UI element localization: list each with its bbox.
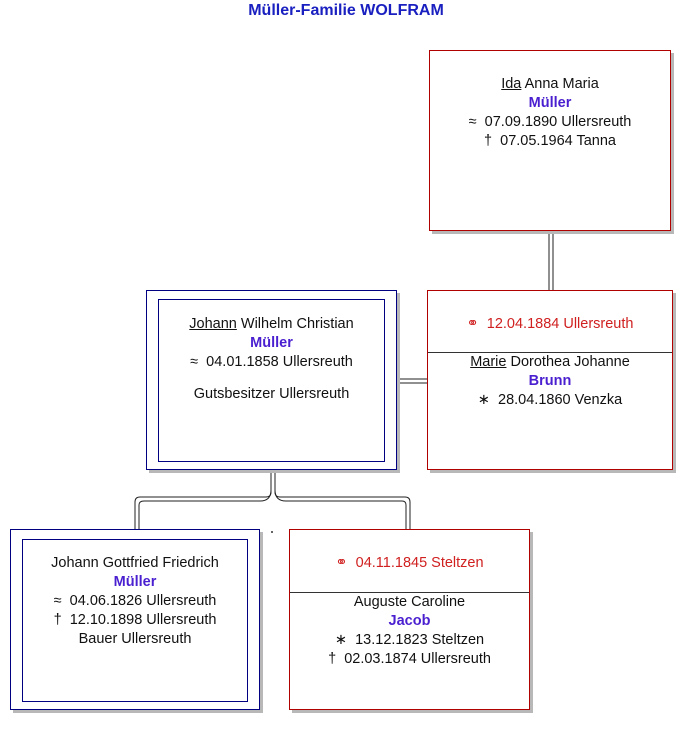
name-line: Johann Gottfried Friedrich	[51, 555, 219, 571]
marriage-date: 12.04.1884 Ullersreuth	[486, 316, 634, 332]
baptism-date: 04.06.1826 Ullersreuth	[69, 593, 217, 609]
surname: Müller	[250, 335, 293, 351]
marriage-line: ⚭ 04.11.1845 Steltzen	[290, 554, 529, 573]
baptism-icon: ≈	[53, 593, 62, 609]
surname: Müller	[113, 574, 157, 590]
birth-date: 13.12.1823 Steltzen	[355, 632, 485, 648]
person-box-marie[interactable]: ⚭ 12.04.1884 Ullersreuth Marie Dorothea …	[427, 290, 673, 470]
given-name: Marie	[470, 354, 507, 370]
baptism-line: ≈ 07.09.1890 Ullersreuth	[430, 113, 670, 132]
occupation: Gutsbesitzer Ullersreuth	[193, 386, 350, 402]
separator	[428, 352, 672, 353]
baptism-line: ≈ 04.06.1826 Ullersreuth	[11, 592, 259, 611]
death-line: † 12.10.1898 Ullersreuth	[11, 611, 259, 630]
chart-title: Müller-Familie WOLFRAM	[248, 2, 444, 19]
person-box-ida[interactable]: Ida Anna Maria Müller ≈ 07.09.1890 Uller…	[429, 50, 671, 231]
separator	[290, 592, 529, 593]
baptism-icon: ≈	[190, 354, 199, 370]
birth-line: ∗ 28.04.1860 Venzka	[428, 391, 672, 410]
death-icon: †	[484, 133, 493, 149]
occupation: Bauer Ullersreuth	[78, 631, 192, 647]
marriage-line: ⚭ 12.04.1884 Ullersreuth	[428, 315, 672, 334]
birth-icon: ∗	[334, 632, 348, 648]
middle-names: Wilhelm Christian	[236, 316, 354, 332]
birth-icon: ∗	[477, 392, 490, 408]
middle-names: Dorothea Johanne	[506, 354, 630, 370]
name-line: Ida Anna Maria	[430, 75, 670, 94]
baptism-icon: ≈	[468, 114, 477, 130]
surname: Brunn	[528, 373, 572, 389]
birth-line: ∗ 13.12.1823 Steltzen	[290, 631, 529, 650]
person-box-johann-gottfried[interactable]: Johann Gottfried Friedrich Müller ≈ 04.0…	[10, 529, 260, 710]
name-line: Marie Dorothea Johanne	[428, 353, 672, 372]
surname: Jacob	[388, 613, 431, 629]
death-line: † 02.03.1874 Ullersreuth	[290, 650, 529, 669]
surname: Müller	[528, 95, 572, 111]
death-date: 02.03.1874 Ullersreuth	[344, 651, 491, 667]
birth-date: 28.04.1860 Venzka	[498, 392, 623, 408]
marriage-date: 04.11.1845 Steltzen	[355, 555, 484, 571]
given-name: Johann	[189, 316, 237, 332]
name-line: Auguste Caroline	[353, 594, 466, 610]
marriage-icon: ⚭	[466, 316, 479, 332]
name-line: Johann Wilhelm Christian	[147, 315, 396, 334]
baptism-date: 07.09.1890 Ullersreuth	[484, 114, 632, 130]
person-box-johann-wilhelm[interactable]: Johann Wilhelm Christian Müller ≈ 04.01.…	[146, 290, 397, 470]
death-icon: †	[53, 612, 62, 628]
marriage-icon: ⚭	[335, 555, 348, 571]
baptism-date: 04.01.1858 Ullersreuth	[206, 354, 353, 370]
given-name: Ida	[501, 76, 522, 92]
death-line: † 07.05.1964 Tanna	[430, 132, 670, 151]
death-date: 07.05.1964 Tanna	[500, 133, 616, 149]
death-date: 12.10.1898 Ullersreuth	[69, 612, 217, 628]
person-box-auguste[interactable]: ⚭ 04.11.1845 Steltzen Auguste Caroline J…	[289, 529, 530, 710]
death-icon: †	[328, 651, 337, 667]
middle-names: Anna Maria	[521, 76, 599, 92]
baptism-line: ≈ 04.01.1858 Ullersreuth	[147, 353, 396, 372]
